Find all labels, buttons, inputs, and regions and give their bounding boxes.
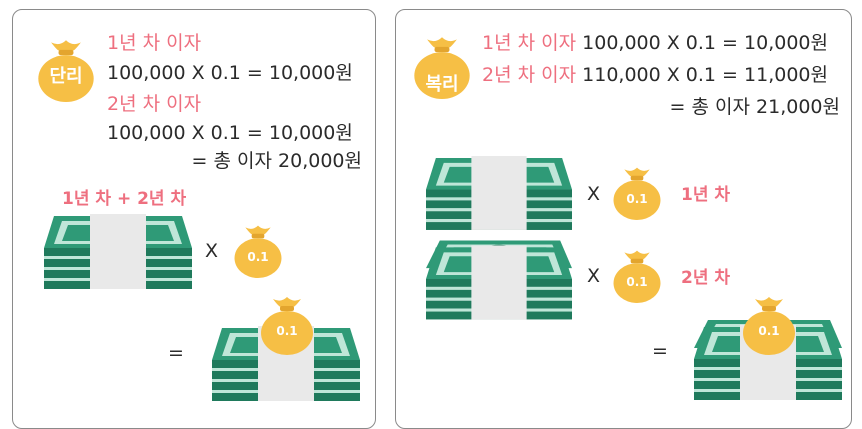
simple-year2-label: 2년 차 이자 <box>107 93 202 115</box>
compound-row2-rate: 0.1 <box>626 275 648 289</box>
simple-result-rate: 0.1 <box>276 324 298 338</box>
compound-row2-caption: 2년 차 <box>681 268 731 288</box>
money-stack-icon <box>426 155 572 230</box>
compound-result-rate: 0.1 <box>758 324 780 338</box>
simple-badge: 단리 <box>49 66 83 87</box>
compound-badge: 복리 <box>425 74 459 95</box>
simple-rate: 0.1 <box>247 250 269 264</box>
simple-year2-formula: 100,000 X 0.1 = 10,000원 <box>107 122 353 144</box>
compound-row1-rate: 0.1 <box>626 192 648 206</box>
compound-year2-label: 2년 차 이자 <box>482 64 577 86</box>
compound-year1-formula: 100,000 X 0.1 = 10,000원 <box>582 32 828 54</box>
simple-total: = 총 이자 20,000원 <box>191 150 362 172</box>
money-stack-icon <box>426 240 572 320</box>
compound-row1-times: X <box>587 183 601 205</box>
compound-year2-row: 2년 차 이자 110,000 X 0.1 = 11,000원 <box>482 64 828 86</box>
compound-row1-caption: 1년 차 <box>681 185 731 205</box>
simple-years-caption: 1년 차 + 2년 차 <box>62 189 187 209</box>
compound-year2-formula: 110,000 X 0.1 = 11,000원 <box>582 64 828 86</box>
compound-year1-label: 1년 차 이자 <box>482 32 577 54</box>
simple-year1-formula: 100,000 X 0.1 = 10,000원 <box>107 62 353 84</box>
compound-year1-row: 1년 차 이자 100,000 X 0.1 = 10,000원 <box>482 32 828 54</box>
compound-equals: = <box>652 340 668 362</box>
simple-year1-label: 1년 차 이자 <box>107 32 202 54</box>
compound-row2-times: X <box>587 265 601 287</box>
simple-times: X <box>205 240 219 262</box>
simple-equals: = <box>168 342 184 364</box>
money-stack-icon <box>44 214 192 289</box>
compound-total: = 총 이자 21,000원 <box>669 96 840 118</box>
